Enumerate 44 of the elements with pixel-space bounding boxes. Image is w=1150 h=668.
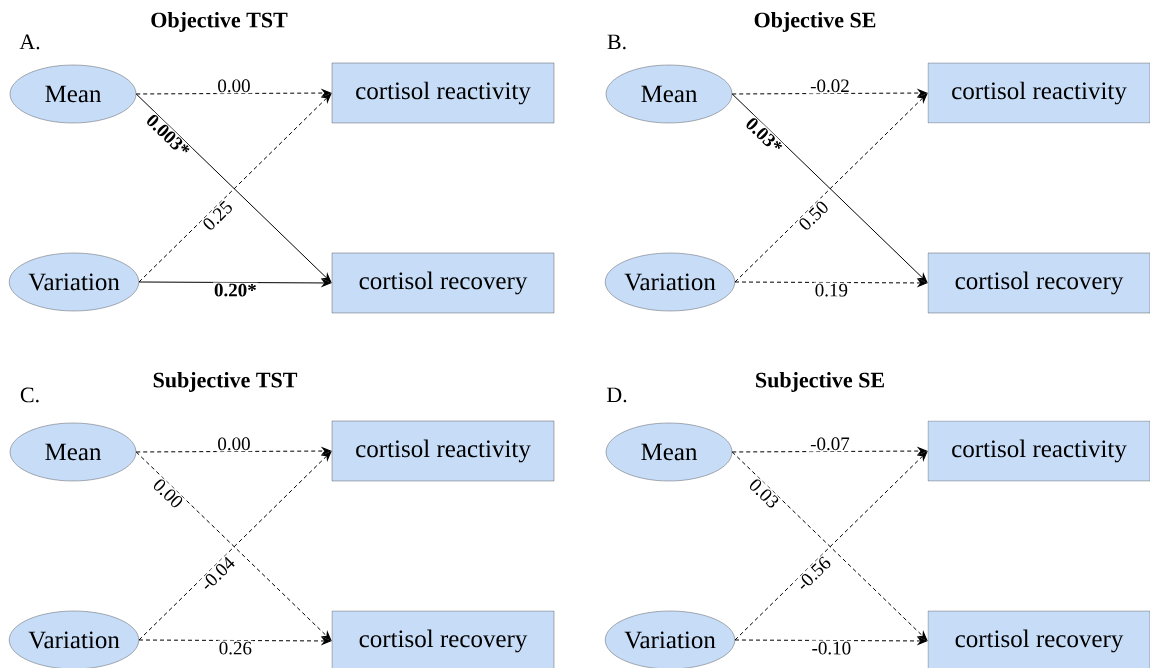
panel-title: Objective TST [151,12,288,32]
variable-box: cortisol reactivity [331,62,555,124]
panel-letter: D. [606,387,627,403]
variable-box: cortisol recovery [331,610,555,668]
edge-label: 0.00 [150,475,186,511]
panel-title: Subjective TST [153,372,298,392]
arrow [135,447,331,455]
ellipse-node: Variation [9,610,139,668]
ellipse-node: Mean [9,422,137,482]
edge-label: 0.26 [217,640,254,656]
edge-label: -0.02 [809,78,851,94]
arrow [138,637,331,645]
ellipse-node: Mean [605,422,733,482]
edge-label: 0.00 [216,78,252,94]
panel-letter: C. [20,387,39,403]
panel-title: Subjective SE [756,372,884,392]
edge-label: 0.03* [742,114,786,157]
edge-label: 0.25 [199,198,236,234]
arrow [734,279,927,287]
arrow [138,279,331,287]
arrow [734,637,927,645]
variable-box: cortisol reactivity [927,62,1150,124]
edge-label: -0.10 [810,640,853,656]
ellipse-node: Variation [9,252,139,312]
variable-box: cortisol recovery [927,610,1150,668]
edge-label: -0.04 [197,553,238,594]
edge-label: 0.03 [746,475,782,511]
variable-box: cortisol recovery [927,252,1150,314]
ellipse-node: Mean [605,64,733,124]
variable-box: cortisol reactivity [927,420,1150,482]
arrow [731,89,927,97]
ellipse-node: Variation [605,252,735,312]
ellipse-node: Mean [9,64,137,124]
panel-title: Objective SE [754,12,876,32]
edge-label: -0.07 [809,436,851,452]
edge-label: 0.19 [813,282,850,298]
ellipse-node: Variation [605,610,735,668]
arrow [135,89,331,97]
edge-label: 0.50 [795,198,832,234]
variable-box: cortisol recovery [331,252,555,314]
variable-box: cortisol reactivity [331,420,555,482]
arrow [731,447,927,455]
panel-letter: B. [607,34,626,50]
edge-label: 0.00 [216,436,252,452]
